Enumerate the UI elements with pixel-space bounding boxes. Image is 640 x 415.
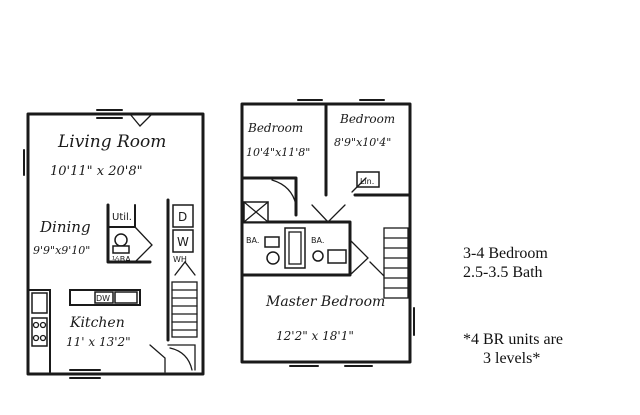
fridge-icon	[31, 292, 48, 314]
dishwasher-label: DW	[96, 294, 110, 303]
kitchen-dim: 11' x 13'2"	[66, 335, 131, 349]
back-door	[149, 344, 166, 373]
stairs-second-floor	[369, 227, 409, 299]
closet-door	[167, 344, 196, 371]
closet-door-swing	[169, 347, 193, 371]
dryer-label: D	[178, 210, 187, 224]
bedroom2-dim: 8'9"x10'4"	[334, 136, 391, 149]
master-bedroom-dim: 12'2" x 18'1"	[276, 329, 354, 343]
stairs-first-floor	[171, 260, 198, 338]
bath1-label: BA.	[246, 236, 259, 245]
toilet-2-icon	[312, 250, 324, 262]
bedroom1-label: Bedroom	[247, 121, 303, 135]
dining-dim: 9'9"x9'10"	[33, 244, 90, 257]
living-room-dim: 10'11" x 20'8"	[50, 164, 143, 179]
note-line-1: *4 BR units are	[463, 331, 563, 348]
sink-1-icon	[264, 236, 280, 248]
first-floor-outer-wall	[26, 112, 205, 376]
unit-info: 3-4 Bedroom 2.5-3.5 Bath	[463, 244, 548, 282]
dishwasher-box	[94, 291, 114, 304]
bath-block-wall	[240, 220, 352, 277]
front-door-swing	[129, 113, 153, 127]
dryer-box	[172, 204, 194, 228]
dining-label: Dining	[39, 218, 91, 236]
kitchen-label: Kitchen	[69, 315, 125, 331]
kitchen-counter	[69, 289, 141, 306]
bedroom1-dim: 10'4"x11'8"	[246, 146, 310, 159]
half-bath-label: ½BA	[112, 255, 131, 264]
living-room-label: Living Room	[57, 132, 166, 152]
washer-label: W	[177, 235, 189, 249]
stove-icon	[31, 317, 48, 347]
kitchen-side-counter	[27, 289, 51, 373]
linen-label: Lin.	[360, 177, 374, 186]
water-heater-label: WH	[173, 255, 187, 264]
levels-note: *4 BR units are 3 levels*	[463, 330, 563, 368]
sink-icon	[112, 245, 130, 254]
toilet-1-icon	[266, 251, 280, 265]
bathtub-icon	[284, 227, 306, 269]
bath-door	[349, 239, 369, 276]
sink-2-icon	[327, 249, 347, 264]
second-floor-plan: Bedroom 10'4"x11'8" Bedroom 8'9"x10'4" L…	[240, 99, 415, 367]
note-line-2: 3 levels*	[483, 350, 541, 367]
bedroom2-door	[311, 204, 346, 223]
kitchen-sink	[114, 291, 138, 304]
bedroom1-door-swing	[271, 179, 297, 206]
bedroom-count: 3-4 Bedroom	[463, 245, 548, 262]
bath2-label: BA.	[311, 236, 324, 245]
bath-count: 2.5-3.5 Bath	[463, 264, 543, 281]
bedroom2-label: Bedroom	[339, 112, 395, 126]
first-floor-plan: Living Room 10'11" x 20'8" Dining 9'9"x9…	[23, 109, 205, 379]
linen-closet	[356, 171, 380, 188]
master-bedroom-label: Master Bedroom	[265, 294, 385, 310]
washer-box	[172, 229, 194, 253]
half-bath-door	[134, 226, 153, 263]
linen-door	[351, 177, 367, 193]
utility-label: Util.	[112, 212, 132, 223]
toilet-icon	[114, 233, 128, 247]
utility-wall	[106, 203, 152, 264]
